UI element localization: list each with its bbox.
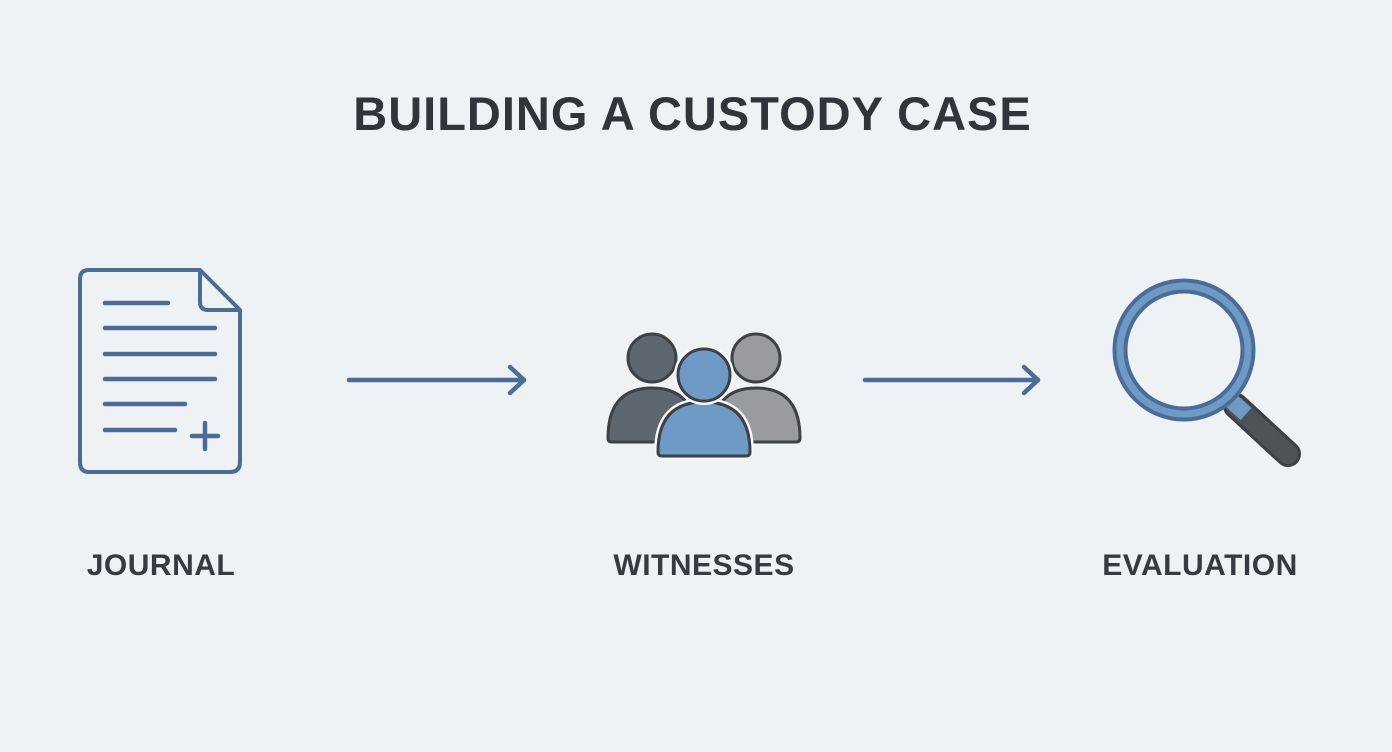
step-label-evaluation: EVALUATION	[1102, 549, 1298, 582]
diagram-title: BUILDING A CUSTODY CASE	[353, 87, 1032, 140]
step-label-witnesses: WITNESSES	[613, 549, 795, 582]
document-plus-icon	[78, 268, 242, 474]
people-group-icon	[606, 332, 802, 460]
step-label-journal: JOURNAL	[86, 549, 236, 582]
arrow-right-icon	[346, 364, 527, 396]
magnifying-glass-icon	[1112, 278, 1301, 467]
arrow-right-icon	[862, 364, 1041, 396]
